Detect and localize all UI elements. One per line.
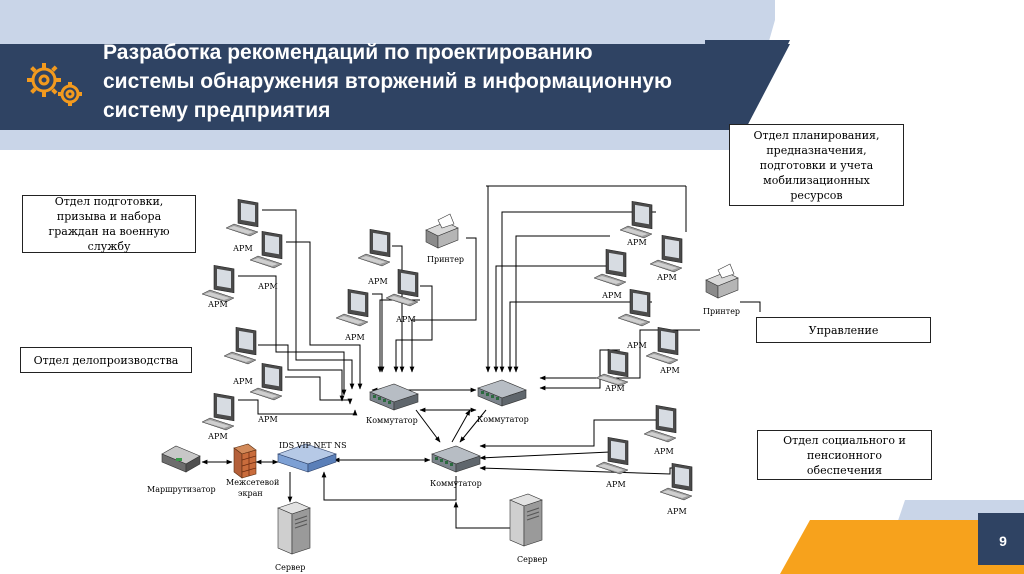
printer-label: Принтер (427, 255, 464, 264)
workstation-icon (249, 230, 283, 269)
workstation-icon (617, 288, 651, 327)
workstation-icon (619, 200, 653, 239)
printer-icon (705, 263, 739, 299)
arm-label: АРМ (606, 480, 626, 489)
title-dark-tip (705, 40, 790, 130)
dept-records-label: Отдел делопроизводства (33, 353, 179, 367)
workstation-icon (357, 228, 391, 267)
dept-mobilization-label: Отдел планирования, предназначения, подг… (753, 128, 880, 202)
server-label: Сервер (275, 563, 305, 572)
corner-orange-shape (780, 520, 1024, 574)
workstation-icon (649, 234, 683, 273)
firewall-icon (233, 443, 257, 479)
arm-label: АРМ (233, 244, 253, 253)
title-line-2: системы обнаружения вторжений в информац… (103, 70, 672, 93)
switch-icon (431, 445, 481, 473)
workstation-icon (595, 348, 629, 387)
arm-label: АРМ (654, 447, 674, 456)
switch-label: Коммутатор (366, 416, 418, 425)
arm-label: АРМ (368, 277, 388, 286)
arm-label: АРМ (605, 384, 625, 393)
arm-label: АРМ (627, 238, 647, 247)
arm-label: АРМ (667, 507, 687, 516)
workstation-icon (645, 326, 679, 365)
arm-label: АРМ (660, 366, 680, 375)
page-number: 9 (999, 533, 1007, 549)
arm-label: АРМ (657, 273, 677, 282)
arm-label: АРМ (396, 315, 416, 324)
firewall-label-2: экран (238, 489, 263, 498)
device-labels: АРМ АРМ АРМ АРМ АРМ АРМ АРМ АРМ АРМ Прин… (147, 238, 740, 572)
switch-label: Коммутатор (477, 415, 529, 424)
workstation-icon (201, 392, 235, 431)
arm-label: АРМ (208, 300, 228, 309)
switch-icon (477, 379, 527, 407)
printer-icon (425, 213, 459, 249)
arm-label: АРМ (233, 377, 253, 386)
workstation-icon (643, 404, 677, 443)
server-label: Сервер (517, 555, 547, 564)
workstation-icon (659, 462, 693, 501)
dept-conscription-label: Отдел подготовки, призыва и набора гражд… (48, 195, 170, 253)
switch-icon (369, 383, 419, 411)
switch-label: Коммутатор (430, 479, 482, 488)
gears-icon (27, 63, 82, 106)
dept-social-box: Отдел социального и пенсионного обеспече… (757, 430, 932, 480)
workstation-icon (201, 264, 235, 303)
arm-label: АРМ (627, 341, 647, 350)
server-icon (509, 493, 543, 547)
workstation-icon (335, 288, 369, 327)
page-number-badge (978, 513, 1024, 565)
dept-records-box: Отдел делопроизводства (20, 347, 192, 373)
dept-conscription-box: Отдел подготовки, призыва и набора гражд… (22, 195, 196, 253)
dept-social-label: Отдел социального и пенсионного обеспече… (783, 433, 906, 477)
dept-mobilization-box: Отдел планирования, предназначения, подг… (729, 124, 904, 206)
printer-label: Принтер (703, 307, 740, 316)
ids-device-icon (277, 443, 337, 473)
arm-label: АРМ (258, 282, 278, 291)
workstation-icon (223, 326, 257, 365)
workstation-icon (593, 248, 627, 287)
page-title: Разработка рекомендаций по проектировани… (103, 38, 743, 125)
router-icon (161, 445, 201, 473)
arm-label: АРМ (258, 415, 278, 424)
workstation-icon (249, 362, 283, 401)
firewall-label-1: Межсетевой (226, 478, 279, 487)
dept-management-label: Управление (808, 323, 879, 337)
title-line-3: систему предприятия (103, 99, 331, 122)
arm-label: АРМ (602, 291, 622, 300)
workstation-icon (225, 198, 259, 237)
workstation-icon (595, 436, 629, 475)
router-label: Маршрутизатор (147, 485, 216, 494)
server-icon (277, 501, 311, 555)
title-dark-band (0, 44, 790, 130)
ids-label: IDS VIP NET NS (279, 441, 347, 450)
arm-label: АРМ (345, 333, 365, 342)
dept-management-box: Управление (756, 317, 931, 343)
arm-label: АРМ (208, 432, 228, 441)
title-line-1: Разработка рекомендаций по проектировани… (103, 41, 593, 64)
